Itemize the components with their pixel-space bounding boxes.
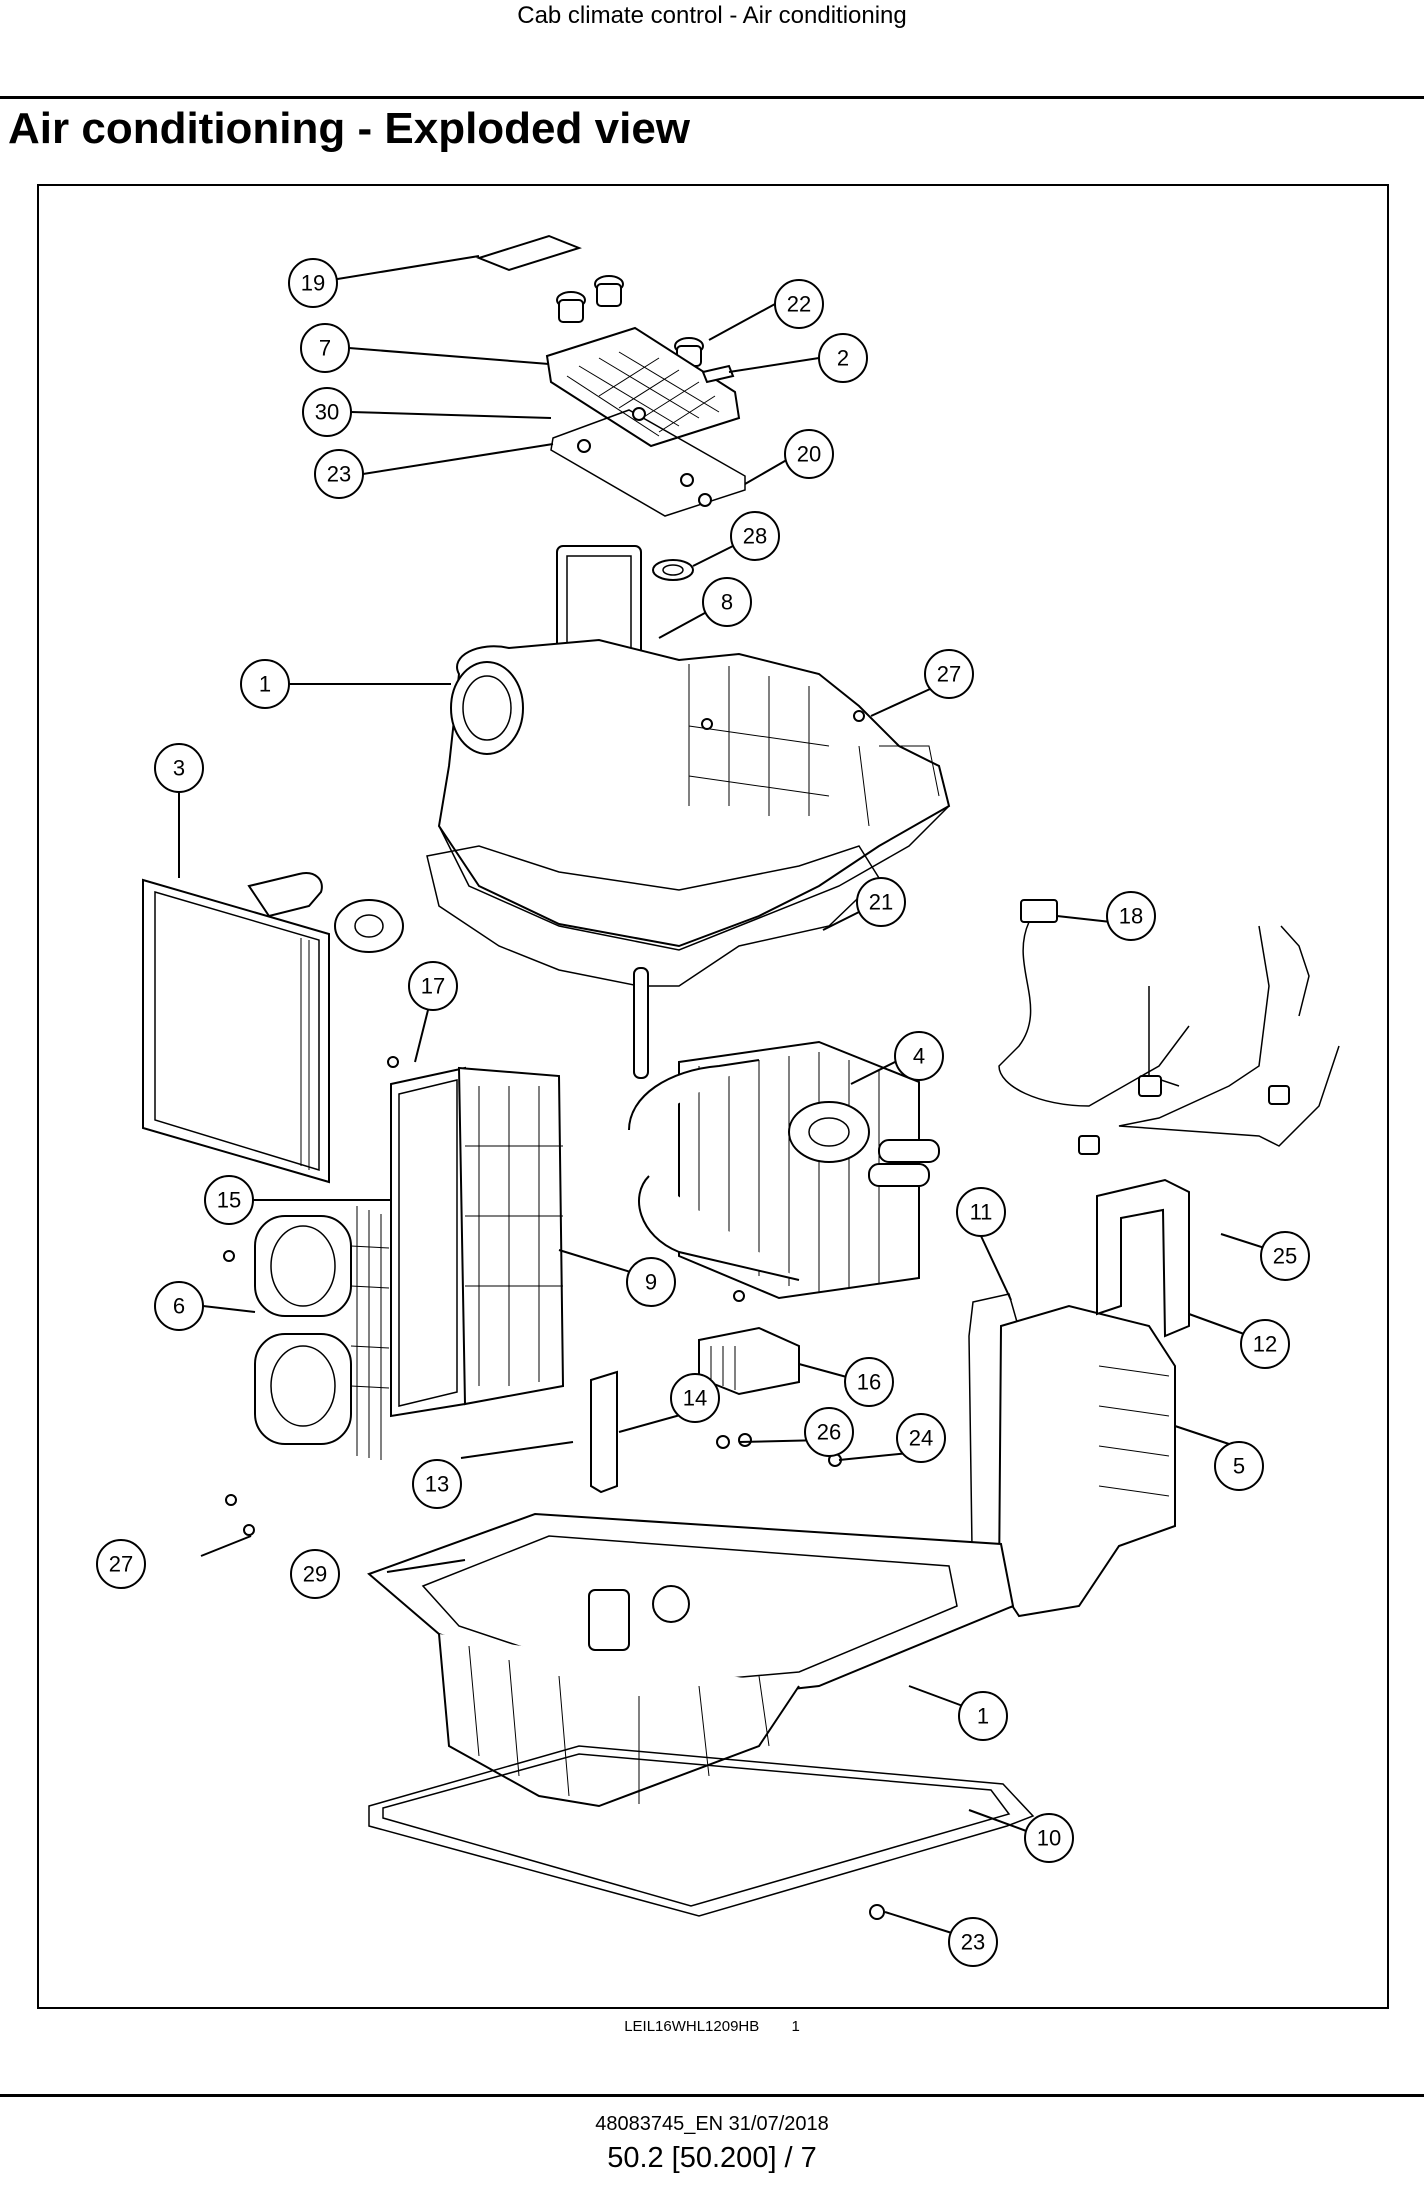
callout-8: 8 (702, 577, 752, 627)
figure-caption: LEIL16WHL1209HB 1 (0, 2018, 1424, 2035)
callout-label: 21 (869, 890, 893, 915)
callout-3: 3 (154, 743, 204, 793)
callout-label: 30 (315, 400, 339, 425)
callout-label: 27 (109, 1552, 133, 1577)
callout-label: 10 (1037, 1826, 1061, 1851)
callout-10: 10 (1024, 1813, 1074, 1863)
callout-19: 19 (288, 258, 338, 308)
callout-27: 27 (96, 1539, 146, 1589)
callout-30: 30 (302, 387, 352, 437)
callout-24: 24 (896, 1413, 946, 1463)
callout-label: 2 (837, 346, 849, 371)
exploded-view-figure: 19 22 7 2 30 20 23 28 8 1 27 3 21 18 17 … (37, 184, 1389, 2009)
header-rule (0, 96, 1424, 99)
page-title: Air conditioning - Exploded view (8, 104, 691, 153)
callout-label: 16 (857, 1370, 881, 1395)
small-fasteners (223, 710, 885, 1920)
callout-15: 15 (204, 1175, 254, 1225)
callout-7: 7 (300, 323, 350, 373)
lower-housing (367, 1512, 1015, 1808)
footer-rule (0, 2094, 1424, 2097)
callout-13: 13 (412, 1459, 462, 1509)
callout-label: 1 (977, 1704, 989, 1729)
callout-label: 13 (425, 1472, 449, 1497)
page-number: 50.2 [50.200] / 7 (607, 2142, 817, 2174)
callout-label: 23 (327, 462, 351, 487)
wiring-harness (998, 899, 1340, 1155)
callout-1: 1 (958, 1691, 1008, 1741)
callout-label: 7 (319, 336, 331, 361)
callout-4: 4 (894, 1031, 944, 1081)
air-duct-5 (997, 1304, 1176, 1618)
air-frame-17 (390, 1066, 565, 1418)
callout-22: 22 (774, 279, 824, 329)
running-header: Cab climate control - Air conditioning (517, 2, 907, 29)
callout-18: 18 (1106, 891, 1156, 941)
callout-label: 29 (303, 1562, 327, 1587)
base-gasket (368, 1745, 1035, 1917)
blower-motor (254, 1206, 390, 1460)
cover-12 (1096, 1178, 1190, 1338)
callout-2: 2 (818, 333, 868, 383)
control-panel-cover (545, 326, 741, 448)
callout-label: 18 (1119, 904, 1143, 929)
figure-number: 1 (791, 2018, 800, 2035)
callout-label: 23 (961, 1930, 985, 1955)
callout-1: 1 (240, 659, 290, 709)
callout-label: 12 (1253, 1332, 1277, 1357)
callout-12: 12 (1240, 1319, 1290, 1369)
callout-label: 4 (913, 1044, 925, 1069)
document-number: 48083745_EN 31/07/2018 (595, 2113, 829, 2135)
callout-14: 14 (670, 1373, 720, 1423)
callout-label: 1 (259, 672, 271, 697)
top-label-sticker (476, 234, 582, 272)
leader-lines (178, 255, 1278, 1935)
callout-9: 9 (626, 1257, 676, 1307)
callout-label: 6 (173, 1294, 185, 1319)
callout-label: 27 (937, 662, 961, 687)
callout-label: 24 (909, 1426, 933, 1451)
callout-label: 11 (970, 1200, 993, 1225)
callout-label: 25 (1273, 1244, 1297, 1269)
callout-label: 19 (301, 271, 325, 296)
callout-label: 8 (721, 590, 733, 615)
bracket-14 (590, 1370, 618, 1494)
callout-label: 3 (173, 756, 185, 781)
callout-20: 20 (784, 429, 834, 479)
callout-label: 22 (787, 292, 811, 317)
callout-28: 28 (730, 511, 780, 561)
callout-29: 29 (290, 1549, 340, 1599)
callout-6: 6 (154, 1281, 204, 1331)
callout-26: 26 (804, 1407, 854, 1457)
callout-label: 20 (797, 442, 821, 467)
evaporator-core (142, 872, 404, 1184)
callout-16: 16 (844, 1357, 894, 1407)
callout-23: 23 (948, 1917, 998, 1967)
callout-11: 11 (956, 1187, 1006, 1237)
callout-label: 9 (645, 1270, 657, 1295)
callout-label: 15 (217, 1188, 241, 1213)
figure-reference-code: LEIL16WHL1209HB (624, 2018, 760, 2035)
callout-label: 26 (817, 1420, 841, 1445)
callout-label: 28 (743, 524, 767, 549)
callout-23: 23 (314, 449, 364, 499)
exploded-view-drawing: 19 22 7 2 30 20 23 28 8 1 27 3 21 18 17 … (96, 234, 1340, 1967)
upper-housing (437, 545, 951, 951)
panel-gasket (550, 407, 746, 517)
callout-21: 21 (856, 877, 906, 927)
callout-label: 14 (683, 1386, 707, 1411)
small-clip (701, 364, 735, 384)
callout-27: 27 (924, 649, 974, 699)
callout-17: 17 (408, 961, 458, 1011)
callout-25: 25 (1260, 1231, 1310, 1281)
callout-label: 17 (421, 974, 445, 999)
callout-5: 5 (1214, 1441, 1264, 1491)
heater-core (628, 967, 940, 1300)
knobs (556, 275, 704, 367)
callout-label: 5 (1233, 1454, 1245, 1479)
